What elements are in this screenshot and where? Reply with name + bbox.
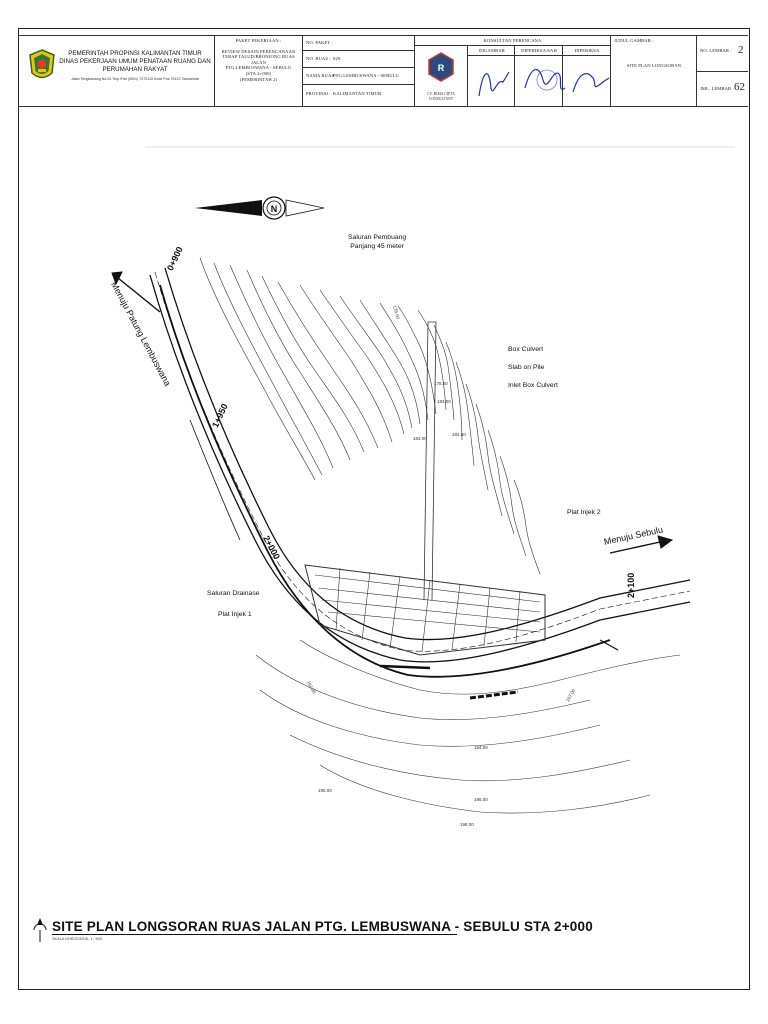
- contour-label: 183.00: [413, 436, 427, 441]
- no-lembar-label: NO. LEMBAR :: [700, 48, 732, 53]
- province-logo-icon: [29, 49, 55, 79]
- title-block: PEMERINTAH PROPINSI KALIMANTAN TIMUR DIN…: [19, 35, 748, 107]
- paket-cell: PAKET PEKERJAAN : REVIEW DESAIN PERENCAN…: [215, 36, 303, 106]
- paket-line-2: TERAP TALUD/BRONJONG RUAS JALAN: [222, 54, 295, 65]
- role-diperiksa: DIPERIKSA: [574, 48, 600, 53]
- contour-label: 194.00: [474, 745, 488, 750]
- contour-label: 198.00: [460, 822, 474, 827]
- saluran-pembuang-line-1: Saluran Pembuang: [348, 234, 407, 241]
- contour-label: 183.00: [437, 399, 451, 404]
- provinsi-value: KALIMANTAN TIMUR: [333, 91, 382, 96]
- svg-text:R: R: [438, 63, 445, 73]
- org-address: Jalan Tengkawang No.01 Telp./Fax (0541) …: [71, 77, 199, 81]
- box-culvert-label: Box Culvert: [508, 346, 544, 353]
- contour-label: 196.00: [474, 797, 488, 802]
- paket-line-1: REVIEW DESAIN PERENCANAAN: [221, 48, 296, 54]
- inlet-box-culvert-label: Inlet Box Culvert: [508, 382, 558, 389]
- jml-lembar-label: JML. LEMBAR :: [700, 86, 734, 91]
- drawing-sheet: PEMERINTAH PROPINSI KALIMANTAN TIMUR DIN…: [18, 28, 750, 990]
- signature-icon: [478, 69, 610, 97]
- role-digambar: DIGAMBAR: [479, 48, 505, 53]
- no-ruas-value: 029: [333, 56, 341, 61]
- contour-label: 195.00: [318, 788, 332, 793]
- provinsi-label: PROVINSI :: [306, 91, 331, 96]
- info-cell: NO. PAKET : NO. RUAS : 029 NAMA RUAS : P…: [303, 36, 415, 106]
- plat-injek-2-label: Plat Injek 2: [567, 509, 601, 516]
- contour-label: 184.00: [452, 432, 466, 437]
- nama-ruas-value: PTG.LEMBUSWANA - SEBULU: [333, 73, 399, 78]
- role-diperiksa-sah: DIPERIKSA/SAH: [521, 48, 557, 53]
- plat-injek-1-label: Plat Injek 1: [218, 611, 252, 618]
- svg-text:N: N: [271, 204, 278, 214]
- org-line-3: PERUMAHAN RAKYAT: [102, 66, 168, 73]
- saluran-pembuang-label: Saluran Pembuang Panjang 45 meter: [348, 233, 406, 251]
- judul-label: JUDUL GAMBAR :: [614, 38, 654, 43]
- org-line-2: DINAS PEKERJAAN UMUM PENATAAN RUANG DAN: [59, 58, 211, 65]
- org-line-1: PEMERINTAH PROPINSI KALIMANTAN TIMUR: [68, 50, 202, 57]
- no-paket-label: NO. PAKET :: [306, 40, 333, 45]
- sta-right-label: 2+100: [626, 572, 636, 598]
- consultant-logo-icon: R: [428, 52, 454, 82]
- no-lembar-value: 2: [738, 44, 744, 56]
- slab-on-pile-label: Slab on Pile: [508, 364, 545, 371]
- agency-cell: PEMERINTAH PROPINSI KALIMANTAN TIMUR DIN…: [19, 36, 215, 106]
- section-marker-icon: [33, 918, 47, 942]
- sheet-number-cell: NO. LEMBAR : 2 JML. LEMBAR : 62: [697, 36, 748, 106]
- saluran-pembuang-line-2: Panjang 45 meter: [350, 243, 404, 250]
- judul-cell: JUDUL GAMBAR : SITE PLAN LONGSORAN: [611, 36, 697, 106]
- konsultan-label: KONSULTAN PERENCANA: [483, 38, 542, 43]
- paket-line-3: PTG.LEMBUSWANA - SEBULU (STA.2+000): [225, 65, 292, 76]
- drawing-scale: SKALA HORIZONTAL 1 : 500: [52, 937, 102, 941]
- jml-lembar-value: 62: [734, 81, 745, 93]
- paket-label: PAKET PEKERJAAN :: [235, 38, 282, 43]
- drawing-title: SITE PLAN LONGSORAN RUAS JALAN PTG. LEMB…: [52, 919, 593, 934]
- konsultan-name: CV. RIMA CIPTA CONSULTANT: [427, 91, 455, 102]
- nama-ruas-label: NAMA RUAS :: [306, 73, 337, 78]
- paket-line-4: (PEMERINTAH 2): [239, 76, 278, 82]
- judul-value: SITE PLAN LONGSORAN: [626, 63, 682, 68]
- north-arrow-icon: N: [195, 196, 325, 220]
- no-ruas-label: NO. RUAS :: [306, 56, 331, 61]
- contour-label: 178.00: [434, 381, 448, 386]
- saluran-drainase-label: Saluran Drainase: [207, 590, 260, 597]
- consultant-cell: KONSULTAN PERENCANA R CV. RIMA CIPTA CON…: [415, 36, 611, 106]
